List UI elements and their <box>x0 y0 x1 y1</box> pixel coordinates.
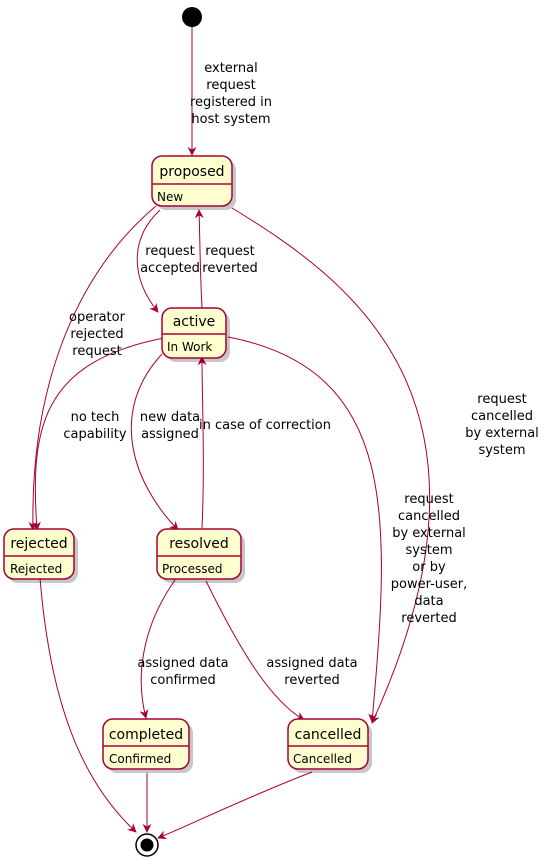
label-resolved-completed: assigned data confirmed <box>137 656 228 688</box>
label-resolved-cancelled-line: reverted <box>284 673 339 688</box>
label-proposed-cancelled-line: request <box>477 392 526 407</box>
label-start-proposed: external request registered in host system <box>190 61 272 127</box>
label-active-rejected-line: capability <box>63 427 127 442</box>
state-proposed-desc: New <box>157 190 183 204</box>
state-cancelled-desc: Cancelled <box>293 752 352 766</box>
edge-resolved-cancelled <box>205 580 305 721</box>
label-proposed-rejected-line: operator <box>69 310 126 325</box>
label-active-cancelled-line: power-user, <box>391 577 468 592</box>
label-resolved-cancelled: assigned data reverted <box>266 656 357 688</box>
label-start-proposed-line: external <box>204 61 258 76</box>
state-rejected-name: rejected <box>10 536 67 552</box>
label-proposed-rejected-line: request <box>72 344 121 359</box>
label-proposed-cancelled-line: system <box>479 443 526 458</box>
edge-active-rejected <box>31 337 165 531</box>
state-active-name: active <box>173 314 216 330</box>
edge-proposed-cancelled <box>231 207 430 724</box>
state-cancelled-name: cancelled <box>295 727 362 743</box>
state-resolved-desc: Processed <box>162 562 223 576</box>
label-proposed-rejected-line: rejected <box>70 327 123 342</box>
edge-rejected-end <box>39 577 137 833</box>
label-proposed-cancelled: request cancelled by external system <box>465 392 539 458</box>
label-active-cancelled-line: cancelled <box>398 509 460 524</box>
state-resolved-name: resolved <box>169 536 229 552</box>
state-active: active In Work <box>161 307 230 362</box>
label-resolved-active: in case of correction <box>199 418 331 433</box>
label-active-rejected: no tech capability <box>63 410 127 442</box>
edge-active-resolved <box>130 353 179 531</box>
label-active-cancelled-line: reverted <box>401 611 456 626</box>
state-resolved: resolved Processed <box>156 528 245 583</box>
edge-cancelled-end <box>157 771 313 840</box>
label-active-resolved: new data assigned <box>140 410 200 442</box>
label-proposed-rejected: operator rejected request <box>69 310 126 359</box>
label-resolved-cancelled-line: assigned data <box>266 656 357 671</box>
label-resolved-active-line: in case of correction <box>199 418 331 433</box>
label-resolved-completed-line: assigned data <box>137 656 228 671</box>
label-proposed-active-line: request <box>145 244 194 259</box>
label-start-proposed-line: host system <box>191 112 270 127</box>
label-proposed-active-line: accepted <box>140 261 200 276</box>
state-proposed: proposed New <box>151 155 236 210</box>
state-completed: completed Confirmed <box>102 718 193 773</box>
label-active-resolved-line: assigned <box>141 427 199 442</box>
label-active-cancelled-line: data <box>414 594 443 609</box>
state-active-desc: In Work <box>167 340 212 354</box>
end-node <box>135 833 159 857</box>
label-proposed-cancelled-line: cancelled <box>471 409 533 424</box>
label-active-cancelled-line: or by <box>412 560 446 575</box>
edge-proposed-rejected <box>28 205 157 531</box>
start-node <box>182 7 202 27</box>
label-active-proposed: request reverted <box>202 244 257 276</box>
label-start-proposed-line: registered in <box>190 95 272 110</box>
label-active-cancelled-line: by external <box>392 526 466 541</box>
edge-active-proposed <box>194 209 204 309</box>
label-proposed-cancelled-line: by external <box>465 426 539 441</box>
edge-active-cancelled <box>227 336 382 723</box>
state-rejected-desc: Rejected <box>10 562 62 576</box>
label-active-cancelled-line: system <box>406 543 453 558</box>
state-completed-desc: Confirmed <box>109 752 171 766</box>
state-rejected: rejected Rejected <box>3 528 78 583</box>
label-active-resolved-line: new data <box>140 410 200 425</box>
edge-proposed-active <box>136 209 161 313</box>
state-completed-name: completed <box>109 727 183 743</box>
label-active-rejected-line: no tech <box>71 410 120 425</box>
label-active-cancelled-line: request <box>404 492 453 507</box>
state-proposed-name: proposed <box>159 164 224 180</box>
label-resolved-completed-line: confirmed <box>150 673 216 688</box>
label-proposed-active: request accepted <box>140 244 200 276</box>
label-active-proposed-line: reverted <box>202 261 257 276</box>
state-cancelled: cancelled Cancelled <box>287 718 372 773</box>
edge-resolved-active <box>197 356 207 529</box>
label-active-proposed-line: request <box>205 244 254 259</box>
label-start-proposed-line: request <box>206 78 255 93</box>
edge-resolved-completed <box>139 579 176 719</box>
label-active-cancelled: request cancelled by external system or by po… <box>391 492 468 626</box>
